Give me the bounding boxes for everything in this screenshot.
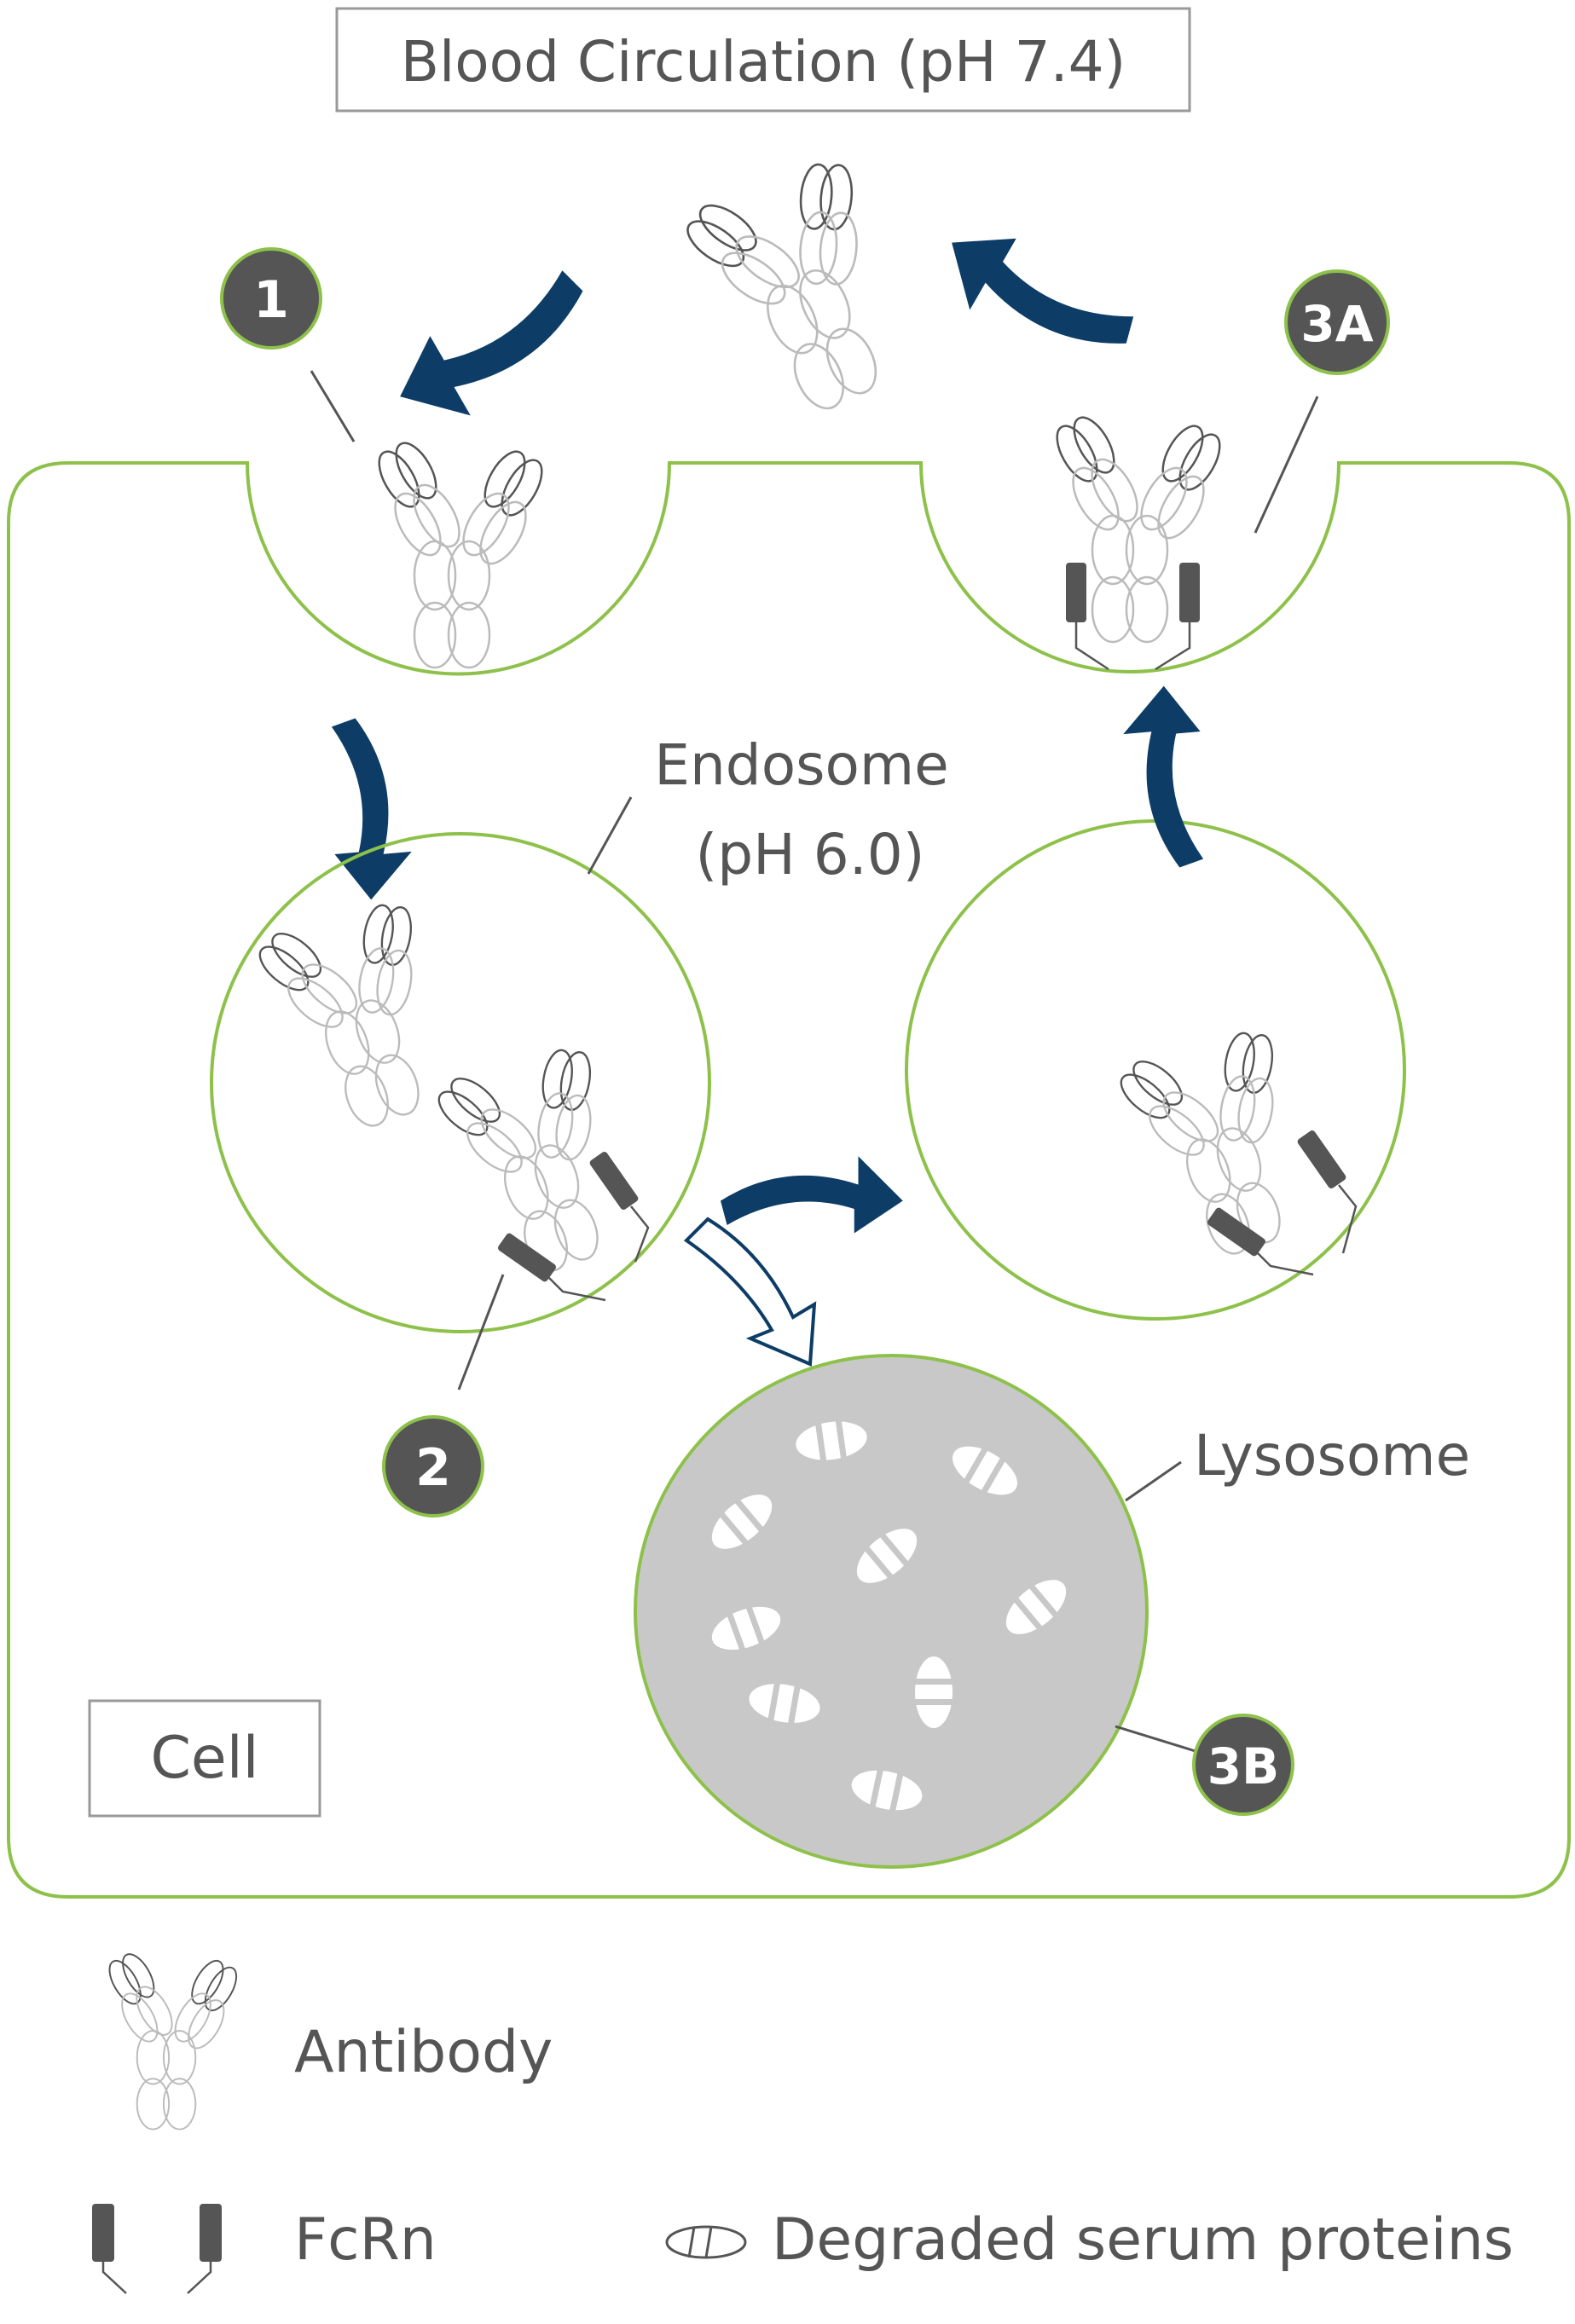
fcrn-step3a-left bbox=[1066, 563, 1086, 622]
legend-degraded-label: Degraded serum proteins bbox=[772, 2206, 1514, 2274]
arrow-endosome-to-endosome bbox=[721, 1156, 903, 1234]
arrow-cell-to-circulation bbox=[927, 211, 1144, 386]
step2-leader bbox=[457, 1274, 505, 1390]
step3a-leader bbox=[1254, 396, 1319, 534]
step3b-badge-label: 3B bbox=[1207, 1737, 1280, 1795]
endosome-left bbox=[210, 832, 711, 1333]
fcrn-step3a-tail bbox=[1074, 622, 1191, 671]
step2-badge-label: 2 bbox=[415, 1438, 451, 1498]
fcrn-step2-tail bbox=[545, 1205, 650, 1302]
step3b-leader bbox=[1115, 1725, 1199, 1754]
legend-degraded-icon bbox=[665, 2225, 747, 2259]
step3a-badge bbox=[1284, 269, 1390, 375]
fcrn-right-lower bbox=[1206, 1206, 1267, 1257]
lysosome-label: Lysosome bbox=[1194, 1423, 1470, 1489]
endosome-right bbox=[905, 819, 1406, 1321]
step3a-badge-label: 3A bbox=[1300, 295, 1373, 353]
antibody-circulation bbox=[669, 135, 944, 436]
step1-leader bbox=[310, 370, 356, 442]
antibody-endosome-free bbox=[244, 880, 481, 1147]
endosome-label: Endosome bbox=[654, 732, 948, 798]
cell-membrane bbox=[7, 461, 1571, 1899]
legend-antibody-label: Antibody bbox=[294, 2019, 553, 2086]
fcrn-step3a-right bbox=[1179, 563, 1200, 622]
step2-badge bbox=[382, 1415, 484, 1518]
arrow-circulation-to-cell bbox=[381, 258, 609, 442]
step3b-badge bbox=[1192, 1714, 1294, 1816]
lysosome-leader bbox=[1125, 1460, 1182, 1502]
cell-label-box bbox=[88, 1699, 321, 1818]
step1-badge-label: 1 bbox=[253, 270, 289, 330]
legend-fcrn-icon bbox=[92, 2204, 222, 2294]
blood-circulation-box bbox=[335, 7, 1191, 113]
arrow-pit-to-endosome bbox=[322, 714, 416, 903]
antibody-endosome-bound bbox=[423, 1025, 660, 1292]
arrow-endosome-to-lysosome bbox=[683, 1217, 817, 1367]
antibody-step1 bbox=[370, 436, 551, 669]
legend-fcrn-label: FcRn bbox=[294, 2206, 437, 2274]
fcrn-right-upper bbox=[1296, 1129, 1347, 1190]
legend-antibody-icon bbox=[102, 1948, 244, 2130]
endosome-leader bbox=[587, 796, 633, 875]
endosome-ph-label: (pH 6.0) bbox=[696, 822, 925, 887]
step1-badge bbox=[220, 247, 322, 350]
arrow-endosome-to-pit bbox=[1119, 683, 1213, 872]
fcrn-right-tail bbox=[1253, 1184, 1358, 1276]
fcrn-step2-upper bbox=[588, 1150, 640, 1211]
lysosome bbox=[634, 1354, 1149, 1869]
fcrn-step2-lower bbox=[496, 1232, 558, 1283]
cell-label: Cell bbox=[150, 1725, 258, 1792]
blood-circulation-title: Blood Circulation (pH 7.4) bbox=[401, 29, 1126, 95]
